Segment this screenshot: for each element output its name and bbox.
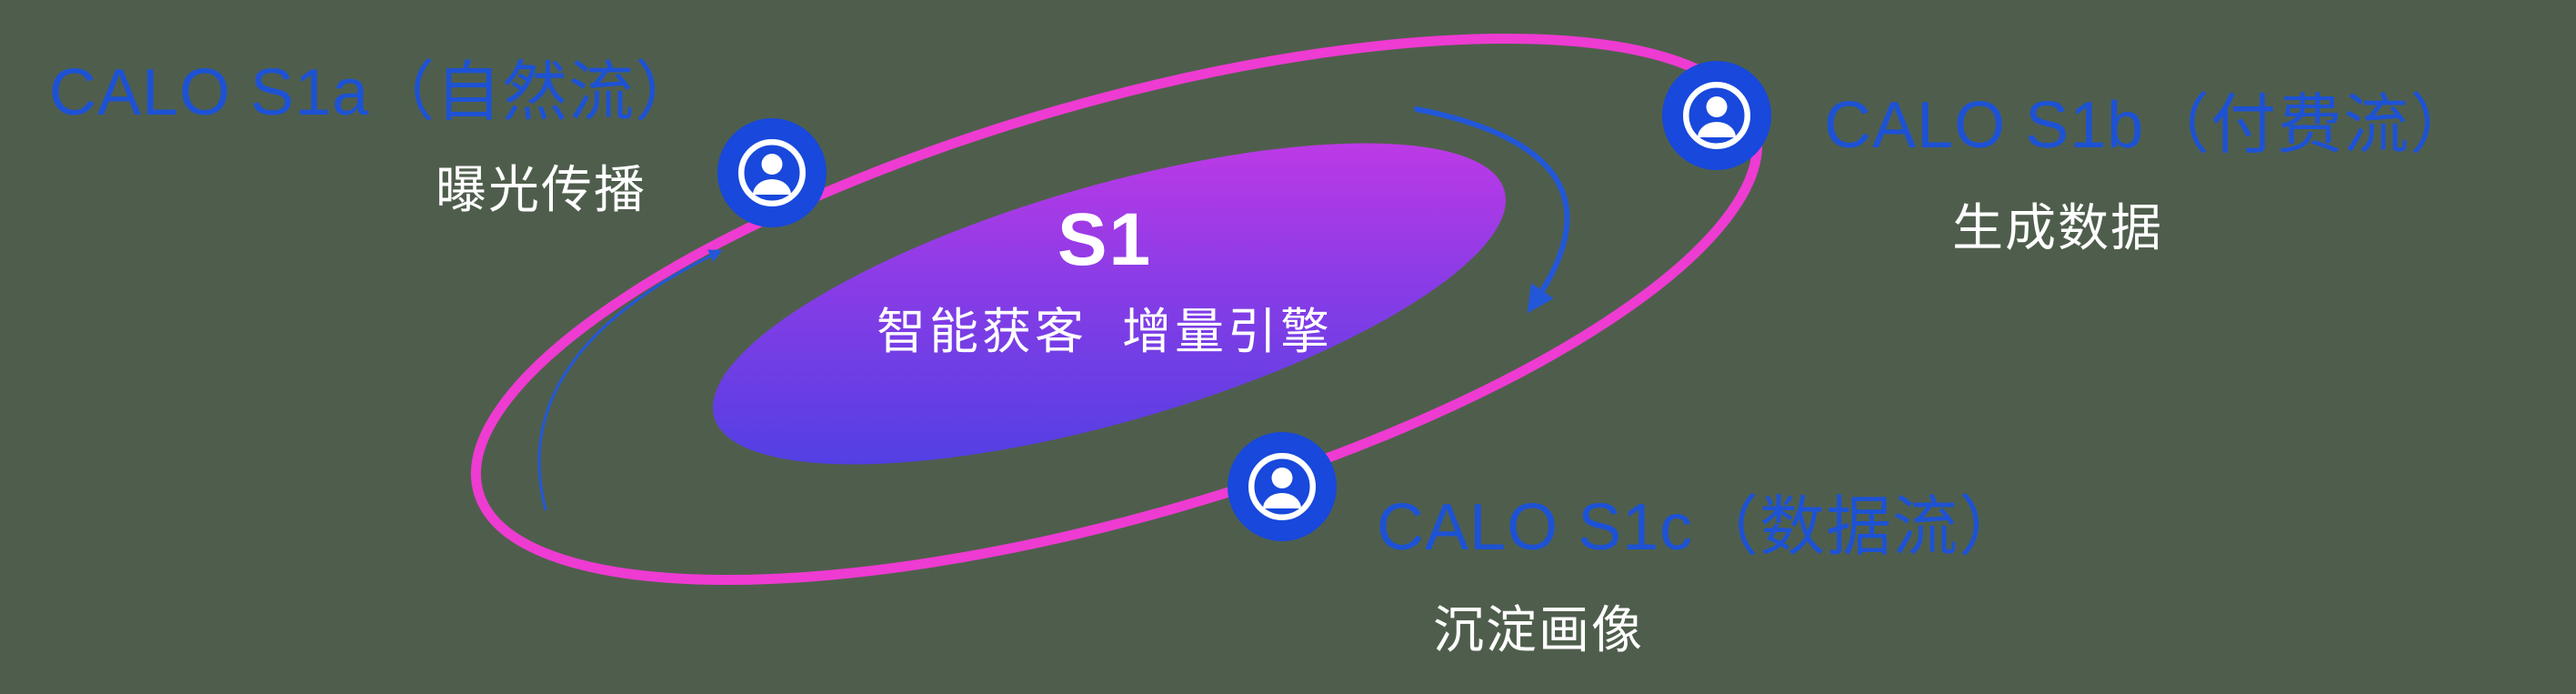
- sublabel-calo-s1b: 生成数据: [1952, 199, 2163, 256]
- flow-arrow-right-icon: [1414, 106, 1570, 314]
- core-ellipse: [713, 143, 1506, 465]
- label-calo-s1b: CALO S1b（付费流）: [1824, 89, 2477, 162]
- user-icon: [717, 118, 827, 227]
- label-calo-s1a: CALO S1a（自然流）: [49, 56, 702, 129]
- node-calo-s1b: [1662, 61, 1771, 170]
- flow-arrow-left-icon: [537, 249, 723, 511]
- user-icon: [1228, 432, 1337, 541]
- node-calo-s1a: [717, 118, 827, 227]
- node-calo-s1c: [1228, 432, 1337, 541]
- sublabel-calo-s1a: 曝光传播: [436, 161, 647, 218]
- label-calo-s1c: CALO S1c（数据流）: [1377, 491, 2026, 564]
- sublabel-calo-s1c: 沉淀画像: [1433, 601, 1644, 659]
- user-icon: [1662, 61, 1771, 170]
